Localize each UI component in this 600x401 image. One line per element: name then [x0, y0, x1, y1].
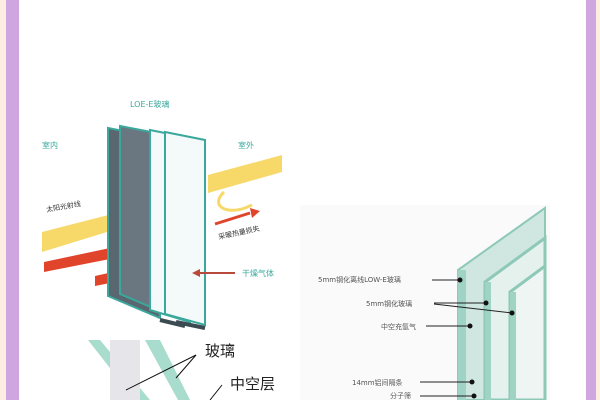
glass-strip-2: [145, 340, 190, 400]
label-molecular-sieve: 分子筛: [390, 392, 411, 400]
pane-clear-2: [164, 130, 206, 327]
label-argon: 中空充氩气: [381, 323, 416, 331]
glass-label: 玻璃: [205, 342, 236, 360]
label-tempered-glass: 5mm钢化玻璃: [366, 300, 413, 308]
label-lowe-glass: 5mm钢化离线LOW-E玻璃: [318, 276, 401, 284]
left-edge: [0, 0, 6, 400]
label-spacer: 14mm铝间隔条: [352, 379, 403, 387]
right-edge: [596, 0, 600, 400]
sunlight-ray-in: [42, 212, 120, 252]
right-purple-border: [586, 0, 596, 400]
left-purple-border: [6, 0, 19, 400]
dry-gas-label: 干燥气体: [242, 269, 274, 278]
sunlight-ray-out: [208, 155, 282, 193]
indoor-label: 室内: [42, 141, 58, 150]
hollow-layer-label: 中空层: [230, 375, 276, 393]
loe-glass-title: LOE-E玻璃: [130, 100, 170, 109]
outdoor-label: 室外: [238, 141, 254, 150]
